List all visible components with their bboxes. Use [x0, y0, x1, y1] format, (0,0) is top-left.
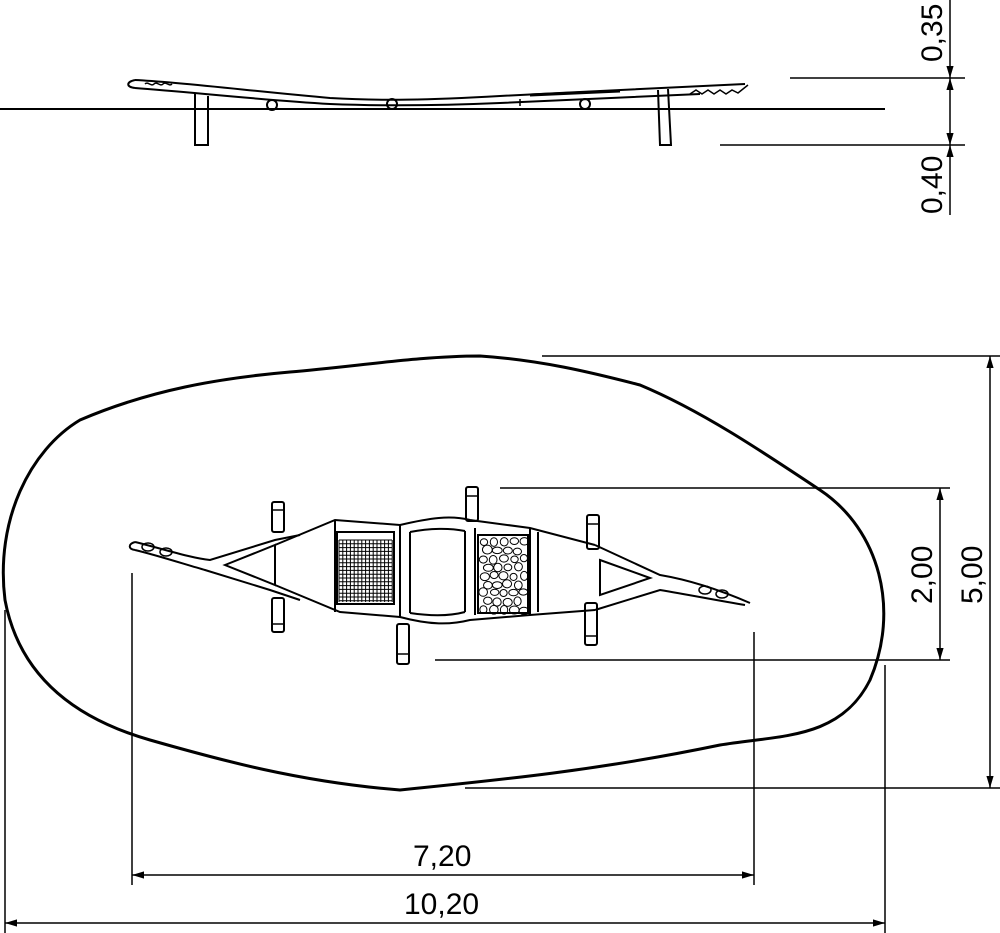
side-view: 0,35 0,40 — [0, 0, 965, 215]
post-bottom-right — [584, 602, 598, 646]
knot-left-2 — [159, 547, 173, 557]
dim-label-1020: 10,20 — [404, 888, 479, 921]
plan-view: 7,20 10,20 2,00 5,00 — [1, 354, 1000, 933]
dim-label-200: 2,00 — [906, 546, 939, 604]
beam-end-left — [127, 79, 136, 89]
beam-tail-left — [134, 534, 301, 562]
deck-frame-inner-bottom — [409, 611, 466, 617]
deck-frame-inner-top — [409, 527, 466, 533]
beam-end-left-knots — [144, 82, 173, 86]
pebble-panel — [477, 534, 530, 616]
triangle-left — [222, 543, 276, 587]
post-bottom-left — [271, 597, 285, 633]
joint-3 — [579, 98, 591, 110]
beam-tail-right-lower — [594, 588, 746, 611]
post-left — [194, 93, 209, 146]
beam-end-left-cap — [128, 541, 136, 551]
joint-1 — [266, 99, 278, 111]
triangle-right — [599, 558, 654, 597]
post-bottom-center — [396, 623, 410, 665]
knot-right-1 — [698, 585, 712, 595]
beam-profile-bottom — [134, 87, 701, 107]
knot-right-2 — [715, 589, 729, 599]
deck-frame-top — [274, 516, 596, 546]
beam-profile-top — [134, 79, 746, 101]
beam-tail-right — [594, 544, 751, 604]
safety-area-outline — [1, 354, 886, 792]
dim-label-040: 0,40 — [916, 156, 949, 214]
grid-panel — [336, 531, 395, 605]
deck-segment-mark-2 — [529, 89, 621, 97]
post-right — [657, 88, 673, 146]
beam-end-right-teeth — [689, 84, 749, 95]
beam-tail-left-lower — [134, 549, 301, 601]
deck-frame-bottom — [274, 584, 596, 625]
post-top-center — [465, 486, 479, 522]
dim-label-035: 0,35 — [916, 4, 949, 62]
joint-2 — [386, 98, 398, 110]
post-top-left — [271, 501, 285, 533]
post-top-right — [586, 514, 600, 550]
knot-left-1 — [141, 542, 155, 552]
dim-label-720: 7,20 — [413, 840, 471, 873]
dim-label-500: 5,00 — [956, 546, 989, 604]
